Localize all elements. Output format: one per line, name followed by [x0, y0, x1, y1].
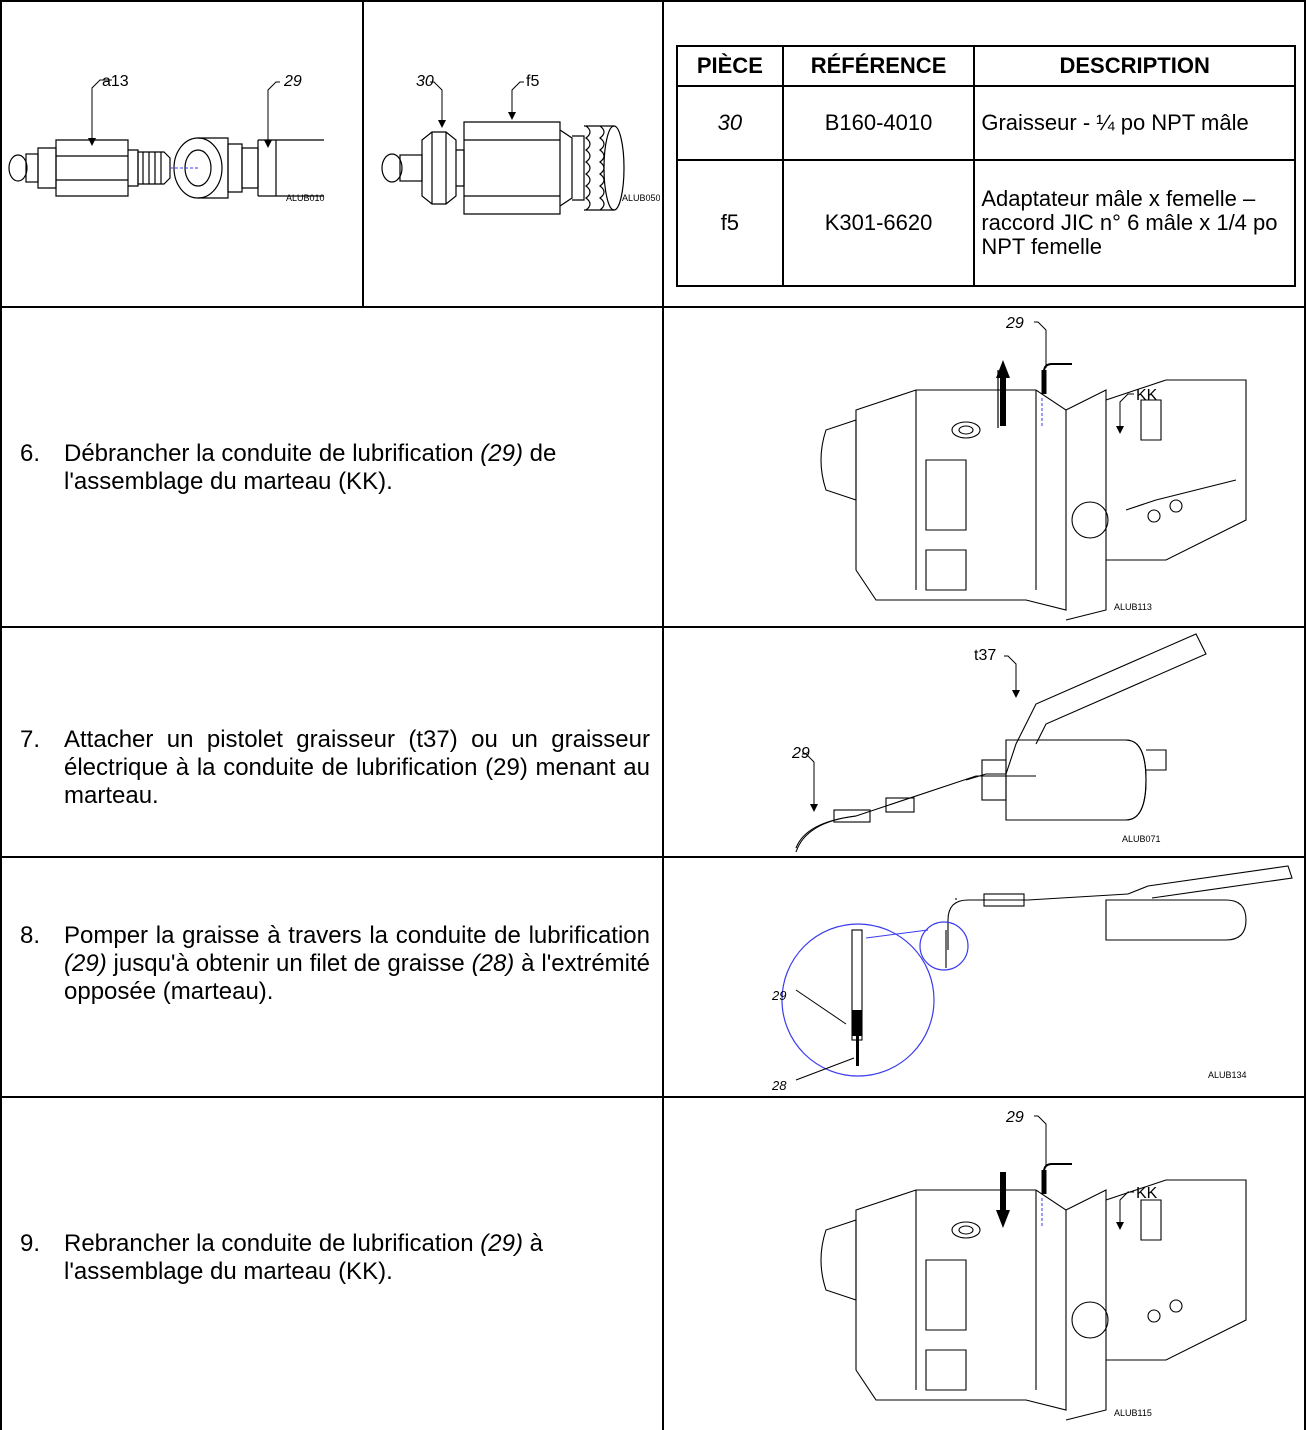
- figure-alub134: 29 28 ALUB134: [771, 865, 1293, 1093]
- instruction-step-6: 6. Débrancher la conduite de lubrificati…: [20, 440, 650, 496]
- instruction-step-8: 8. Pomper la graisse à travers la condui…: [20, 922, 650, 1006]
- row-divider: [0, 306, 1306, 308]
- table-row: f5 K301-6620 Adaptateur mâle x femelle –…: [676, 159, 1296, 287]
- figure-alub071: t37 29 ALUB071: [791, 633, 1207, 853]
- row-divider: [0, 1096, 1306, 1098]
- figure-code: ALUB050: [622, 193, 660, 203]
- header-description: DESCRIPTION: [973, 45, 1296, 87]
- instruction-step-7: 7. Attacher un pistolet graisseur (t37) …: [20, 726, 650, 810]
- callout-label: 29: [791, 745, 810, 762]
- figure-alub010: a13 29 ALUB010: [8, 73, 325, 203]
- step-number: 9.: [20, 1230, 41, 1257]
- parts-table: PIÈCE RÉFÉRENCE DESCRIPTION 30 B160-4010…: [676, 45, 1296, 287]
- row-divider: [0, 856, 1306, 858]
- figure-alub113: 29 KK ALUB113: [820, 315, 1247, 621]
- callout-label: t37: [974, 647, 996, 664]
- cell-reference: K301-6620: [781, 159, 976, 287]
- figure-code: ALUB010: [286, 193, 325, 203]
- callout-label: a13: [102, 73, 129, 90]
- callout-label: 29: [1005, 315, 1024, 332]
- callout-label: f5: [526, 73, 539, 90]
- step-number: 7.: [20, 726, 41, 753]
- step-number: 8.: [20, 922, 41, 949]
- step-text: Attacher un pistolet graisseur (t37) ou …: [64, 726, 650, 809]
- callout-label: 29: [771, 988, 786, 1003]
- step-text: Débrancher la conduite de lubrification …: [64, 440, 557, 495]
- step-text: Pomper la graisse à travers la conduite …: [64, 922, 651, 1005]
- step-number: 6.: [20, 440, 41, 467]
- cell-description: Graisseur - ¼ po NPT mâle: [973, 85, 1296, 161]
- figure-code: ALUB071: [1122, 834, 1161, 844]
- figure-alub115: 29 KK ALUB115: [820, 1109, 1247, 1421]
- row-divider: [0, 626, 1306, 628]
- callout-label: 30: [416, 73, 434, 90]
- cell-piece: f5: [676, 159, 784, 287]
- cell-reference: B160-4010: [781, 85, 976, 161]
- figure-code: ALUB115: [1114, 1408, 1152, 1418]
- callout-label: 28: [771, 1078, 787, 1093]
- figure-code: ALUB134: [1208, 1070, 1247, 1080]
- instruction-step-9: 9. Rebrancher la conduite de lubrificati…: [20, 1230, 650, 1286]
- cell-description: Adaptateur mâle x femelle – raccord JIC …: [973, 159, 1296, 287]
- callout-label: KK: [1136, 387, 1158, 404]
- header-reference: RÉFÉRENCE: [781, 45, 976, 87]
- table-row: 30 B160-4010 Graisseur - ¼ po NPT mâle: [676, 85, 1296, 161]
- callout-label: 29: [1005, 1109, 1024, 1126]
- callout-label: 29: [283, 73, 302, 90]
- callout-label: KK: [1136, 1185, 1158, 1202]
- step-text: Rebrancher la conduite de lubrification …: [64, 1230, 543, 1285]
- figure-alub050: 30 f5 ALUB050: [381, 73, 660, 215]
- column-divider: [362, 0, 364, 306]
- cell-piece: 30: [676, 85, 784, 161]
- column-divider: [662, 0, 664, 1430]
- figure-code: ALUB113: [1114, 602, 1152, 612]
- header-piece: PIÈCE: [676, 45, 784, 87]
